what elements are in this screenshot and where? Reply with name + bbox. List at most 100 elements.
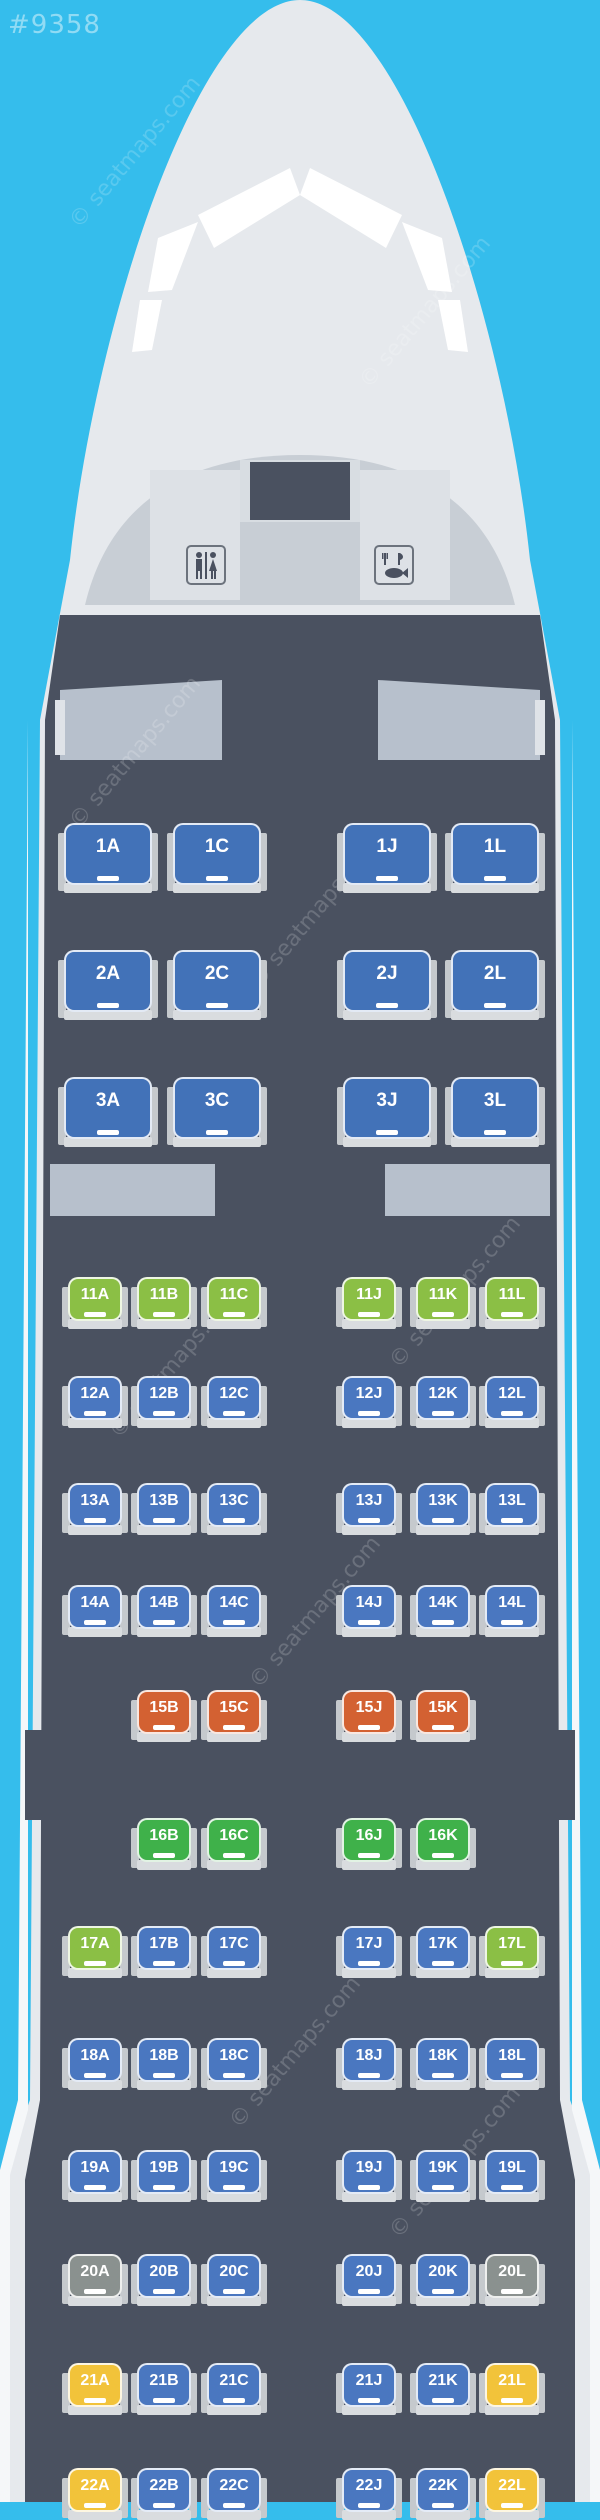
seat-20B[interactable]: 20B	[131, 2254, 197, 2306]
seat-label: 2L	[483, 963, 507, 984]
seat-18L[interactable]: 18L	[479, 2038, 545, 2090]
seat-18K[interactable]: 18K	[410, 2038, 476, 2090]
seat-11C[interactable]: 11C	[201, 1277, 267, 1329]
seat-label: 17A	[80, 1935, 110, 1952]
seat-22A[interactable]: 22A	[62, 2468, 128, 2520]
seat-3L[interactable]: 3L	[445, 1077, 545, 1147]
seat-16C[interactable]: 16C	[201, 1818, 267, 1870]
seat-label: 1L	[483, 836, 507, 857]
seat-22C[interactable]: 22C	[201, 2468, 267, 2520]
seat-label: 19A	[80, 2159, 110, 2176]
seat-17J[interactable]: 17J	[336, 1926, 402, 1978]
seat-label: 11B	[149, 1286, 179, 1303]
seat-13A[interactable]: 13A	[62, 1483, 128, 1535]
seat-label: 11J	[356, 1286, 382, 1303]
seat-20K[interactable]: 20K	[410, 2254, 476, 2306]
seat-22B[interactable]: 22B	[131, 2468, 197, 2520]
seat-1L[interactable]: 1L	[445, 823, 545, 893]
seat-2L[interactable]: 2L	[445, 950, 545, 1020]
seat-label: 20C	[219, 2263, 249, 2280]
seat-label: 19K	[428, 2159, 458, 2176]
seat-21L[interactable]: 21L	[479, 2363, 545, 2415]
seat-label: 14A	[80, 1594, 110, 1611]
seat-18B[interactable]: 18B	[131, 2038, 197, 2090]
seat-14C[interactable]: 14C	[201, 1585, 267, 1637]
seat-21J[interactable]: 21J	[336, 2363, 402, 2415]
seat-21K[interactable]: 21K	[410, 2363, 476, 2415]
seat-1C[interactable]: 1C	[167, 823, 267, 893]
seat-14A[interactable]: 14A	[62, 1585, 128, 1637]
seat-12B[interactable]: 12B	[131, 1376, 197, 1428]
seat-20L[interactable]: 20L	[479, 2254, 545, 2306]
seat-20J[interactable]: 20J	[336, 2254, 402, 2306]
seat-1A[interactable]: 1A	[58, 823, 158, 893]
seat-19B[interactable]: 19B	[131, 2150, 197, 2202]
seat-16B[interactable]: 16B	[131, 1818, 197, 1870]
seat-label: 12K	[428, 1385, 458, 1402]
seat-13K[interactable]: 13K	[410, 1483, 476, 1535]
seat-21B[interactable]: 21B	[131, 2363, 197, 2415]
seat-21A[interactable]: 21A	[62, 2363, 128, 2415]
seat-2C[interactable]: 2C	[167, 950, 267, 1020]
seat-11B[interactable]: 11B	[131, 1277, 197, 1329]
seat-label: 14J	[355, 1594, 383, 1611]
seat-22J[interactable]: 22J	[336, 2468, 402, 2520]
seat-16J[interactable]: 16J	[336, 1818, 402, 1870]
seat-11J[interactable]: 11J	[336, 1277, 402, 1329]
seat-label: 14L	[498, 1594, 526, 1611]
seat-3C[interactable]: 3C	[167, 1077, 267, 1147]
seat-20A[interactable]: 20A	[62, 2254, 128, 2306]
seat-15C[interactable]: 15C	[201, 1690, 267, 1742]
seat-11A[interactable]: 11A	[62, 1277, 128, 1329]
seat-label: 21J	[355, 2372, 383, 2389]
seat-16K[interactable]: 16K	[410, 1818, 476, 1870]
seat-3A[interactable]: 3A	[58, 1077, 158, 1147]
seat-18A[interactable]: 18A	[62, 2038, 128, 2090]
seat-12J[interactable]: 12J	[336, 1376, 402, 1428]
seat-13L[interactable]: 13L	[479, 1483, 545, 1535]
seat-22K[interactable]: 22K	[410, 2468, 476, 2520]
seat-20C[interactable]: 20C	[201, 2254, 267, 2306]
seat-label: 13J	[355, 1492, 383, 1509]
seat-18C[interactable]: 18C	[201, 2038, 267, 2090]
seat-19C[interactable]: 19C	[201, 2150, 267, 2202]
seat-14K[interactable]: 14K	[410, 1585, 476, 1637]
seat-label: 18A	[80, 2047, 110, 2064]
seat-19L[interactable]: 19L	[479, 2150, 545, 2202]
seat-17C[interactable]: 17C	[201, 1926, 267, 1978]
seat-label: 20B	[149, 2263, 179, 2280]
seat-15K[interactable]: 15K	[410, 1690, 476, 1742]
seat-label: 13A	[80, 1492, 110, 1509]
seat-22L[interactable]: 22L	[479, 2468, 545, 2520]
seat-14J[interactable]: 14J	[336, 1585, 402, 1637]
seat-11L[interactable]: 11L	[479, 1277, 545, 1329]
seat-13J[interactable]: 13J	[336, 1483, 402, 1535]
seat-2A[interactable]: 2A	[58, 950, 158, 1020]
seat-label: 14C	[219, 1594, 249, 1611]
seat-13C[interactable]: 13C	[201, 1483, 267, 1535]
seat-2J[interactable]: 2J	[337, 950, 437, 1020]
seat-12K[interactable]: 12K	[410, 1376, 476, 1428]
seat-12C[interactable]: 12C	[201, 1376, 267, 1428]
seat-14B[interactable]: 14B	[131, 1585, 197, 1637]
seat-19K[interactable]: 19K	[410, 2150, 476, 2202]
seat-17K[interactable]: 17K	[410, 1926, 476, 1978]
seat-15B[interactable]: 15B	[131, 1690, 197, 1742]
seat-label: 13B	[149, 1492, 179, 1509]
seat-15J[interactable]: 15J	[336, 1690, 402, 1742]
seat-11K[interactable]: 11K	[410, 1277, 476, 1329]
seat-1J[interactable]: 1J	[337, 823, 437, 893]
seat-12A[interactable]: 12A	[62, 1376, 128, 1428]
seat-17B[interactable]: 17B	[131, 1926, 197, 1978]
seat-21C[interactable]: 21C	[201, 2363, 267, 2415]
seat-17A[interactable]: 17A	[62, 1926, 128, 1978]
seat-19J[interactable]: 19J	[336, 2150, 402, 2202]
seat-3J[interactable]: 3J	[337, 1077, 437, 1147]
seat-14L[interactable]: 14L	[479, 1585, 545, 1637]
seat-12L[interactable]: 12L	[479, 1376, 545, 1428]
seat-19A[interactable]: 19A	[62, 2150, 128, 2202]
seat-17L[interactable]: 17L	[479, 1926, 545, 1978]
seat-13B[interactable]: 13B	[131, 1483, 197, 1535]
seat-18J[interactable]: 18J	[336, 2038, 402, 2090]
seat-label: 3J	[376, 1090, 398, 1111]
